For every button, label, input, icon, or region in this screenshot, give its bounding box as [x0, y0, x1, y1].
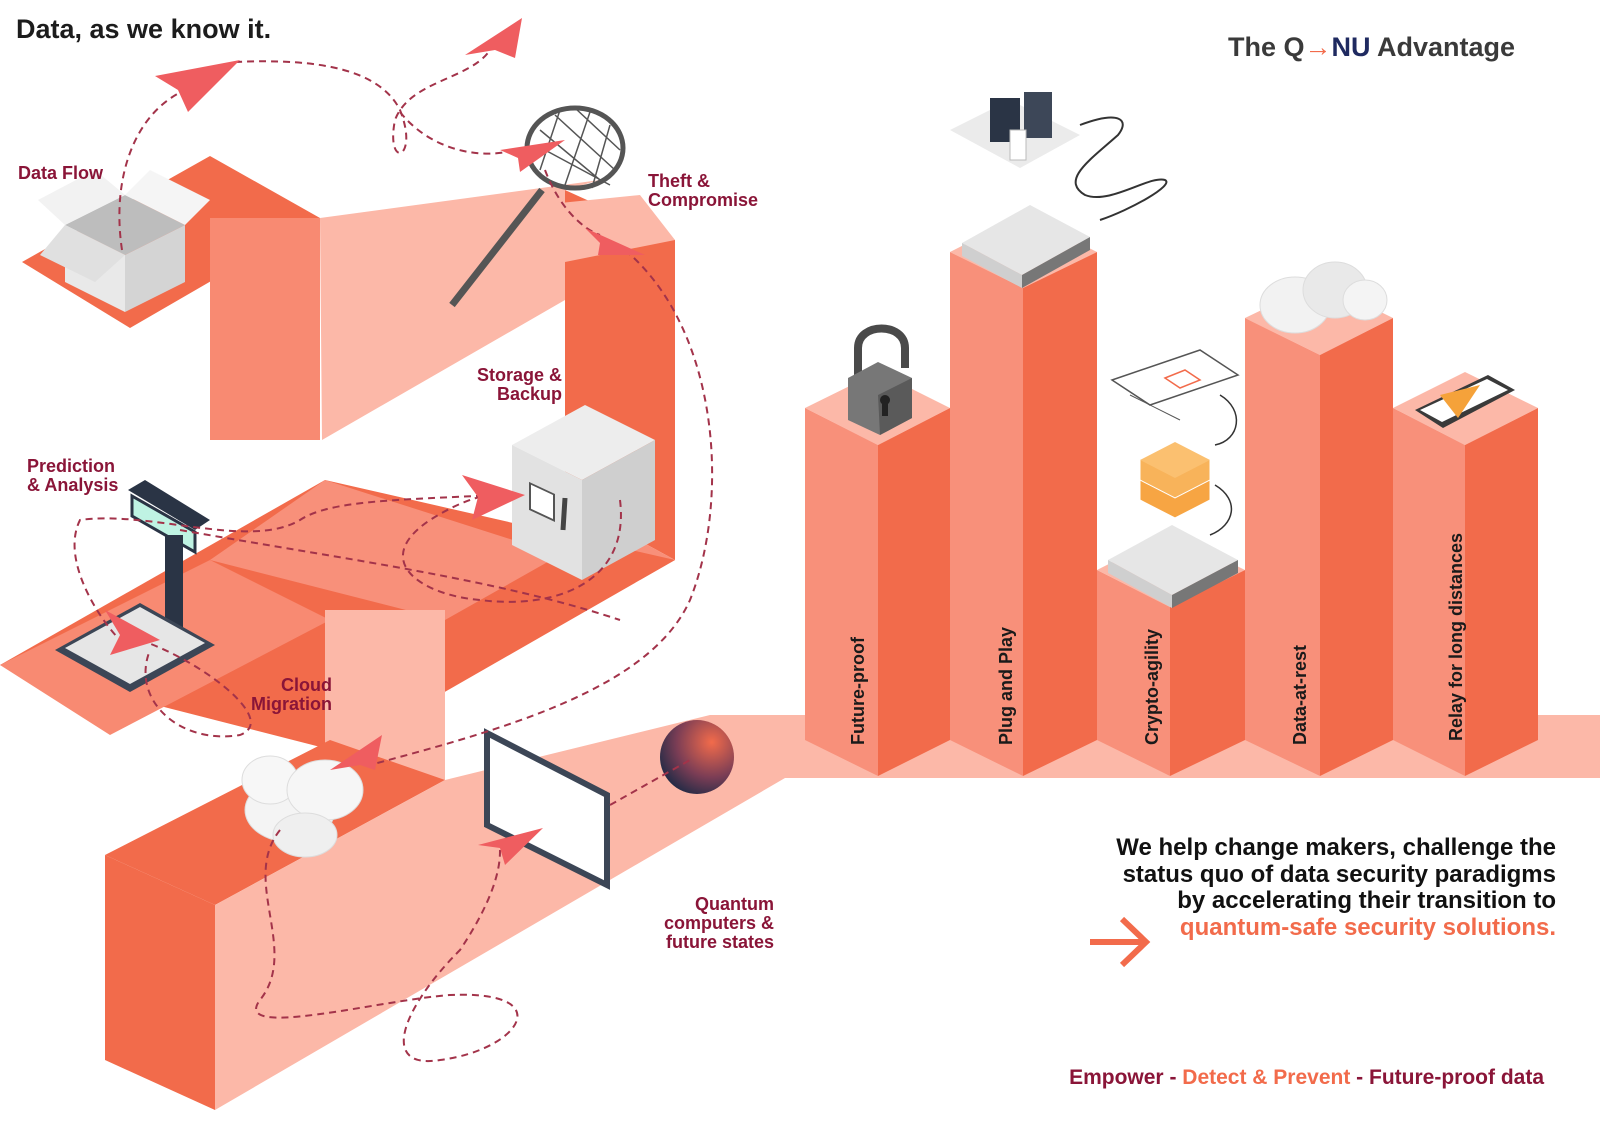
label-storage-line2: Backup: [496, 384, 562, 404]
brand-arrow-icon: →: [1304, 32, 1332, 62]
quantum-frame-icon: [484, 728, 610, 890]
data-center-icon: [950, 92, 1168, 221]
paper-plane-icon: [500, 140, 565, 172]
label-prediction-line1: Prediction: [27, 456, 116, 476]
label-quantum: Quantum computers & future states: [640, 895, 774, 952]
quantum-sphere-icon: [660, 720, 734, 794]
tagline: We help change makers, challenge the sta…: [1116, 834, 1556, 941]
cloud-icon: [1259, 261, 1388, 334]
label-theft-line2: Compromise: [648, 190, 759, 210]
appliance-icon: [1108, 525, 1238, 608]
label-storage: Storage & Backup: [460, 366, 562, 404]
paper-plane-icon: [155, 60, 240, 112]
label-quantum-line2: computers &: [663, 913, 774, 933]
paper-plane-icon: [105, 610, 160, 655]
pillar-label-crypto-agility: Crypto-agility: [1142, 628, 1162, 745]
hardware-appliance-icon: [962, 205, 1090, 288]
cloud-stack-icon: [241, 755, 364, 858]
smartphone-icon: [1415, 375, 1515, 428]
footer-empower: Empower: [1069, 1066, 1164, 1089]
tagline-line4: quantum-safe security solutions.: [1179, 913, 1556, 941]
key-stack-icon: [1139, 441, 1211, 519]
paper-plane-icon: [330, 735, 382, 770]
footer-sep: -: [1163, 1066, 1183, 1089]
label-quantum-line1: Quantum: [695, 894, 774, 914]
paper-plane-icon: [465, 18, 522, 58]
pillar-label-plug-and-play: Plug and Play: [996, 626, 1016, 745]
brand-logo: The Q→NU Advantage: [1228, 32, 1515, 63]
paper-plane-icon: [462, 475, 525, 520]
label-data-flow: Data Flow: [18, 163, 104, 183]
paper-planes: [105, 18, 645, 865]
pillars: [805, 215, 1538, 776]
brand-suffix: NU: [1331, 32, 1371, 62]
footer-sep: -: [1350, 1066, 1370, 1089]
open-box-icon: [38, 170, 210, 312]
label-cloud: Cloud Migration: [230, 676, 332, 714]
paper-plane-icon: [585, 228, 645, 255]
dashed-trajectory: [73, 49, 714, 1063]
label-cloud-line2: Migration: [251, 694, 332, 714]
tagline-line3: by accelerating their transition to: [1177, 887, 1556, 914]
tagline-arrow-icon: [1090, 916, 1151, 968]
label-storage-line1: Storage &: [476, 365, 562, 385]
label-theft-line1: Theft &: [648, 171, 710, 191]
footer-slogan: Empower - Detect & Prevent - Future-proo…: [1069, 1066, 1544, 1090]
tagline-line1: We help change makers, challenge the: [1116, 834, 1556, 861]
label-cloud-line1: Cloud: [281, 675, 332, 695]
safe-icon: [512, 405, 655, 580]
pillar-label-data-at-rest: Data-at-rest: [1290, 644, 1310, 745]
footer-detect-prevent: Detect & Prevent: [1182, 1066, 1351, 1089]
tagline-line2: status quo of data security paradigms: [1122, 860, 1556, 888]
flow-arrows: [1209, 394, 1237, 536]
label-theft: Theft & Compromise: [648, 172, 758, 210]
label-prediction: Prediction & Analysis: [27, 457, 118, 495]
padlock-icon: [848, 324, 912, 435]
brand-tail: Advantage: [1377, 32, 1516, 62]
pillar-label-relay: Relay for long distances: [1446, 532, 1466, 741]
pillar-label-future-proof: Future-proof: [848, 637, 868, 745]
page-title: Data, as we know it.: [16, 14, 272, 44]
label-prediction-line2: & Analysis: [27, 475, 119, 495]
paper-plane-icon: [478, 828, 543, 865]
footer-future-proof: Future-proof data: [1369, 1066, 1544, 1089]
brand-prefix: The Q: [1228, 32, 1305, 62]
label-quantum-line3: future states: [665, 932, 774, 952]
circuit-card-icon: [1110, 349, 1240, 421]
